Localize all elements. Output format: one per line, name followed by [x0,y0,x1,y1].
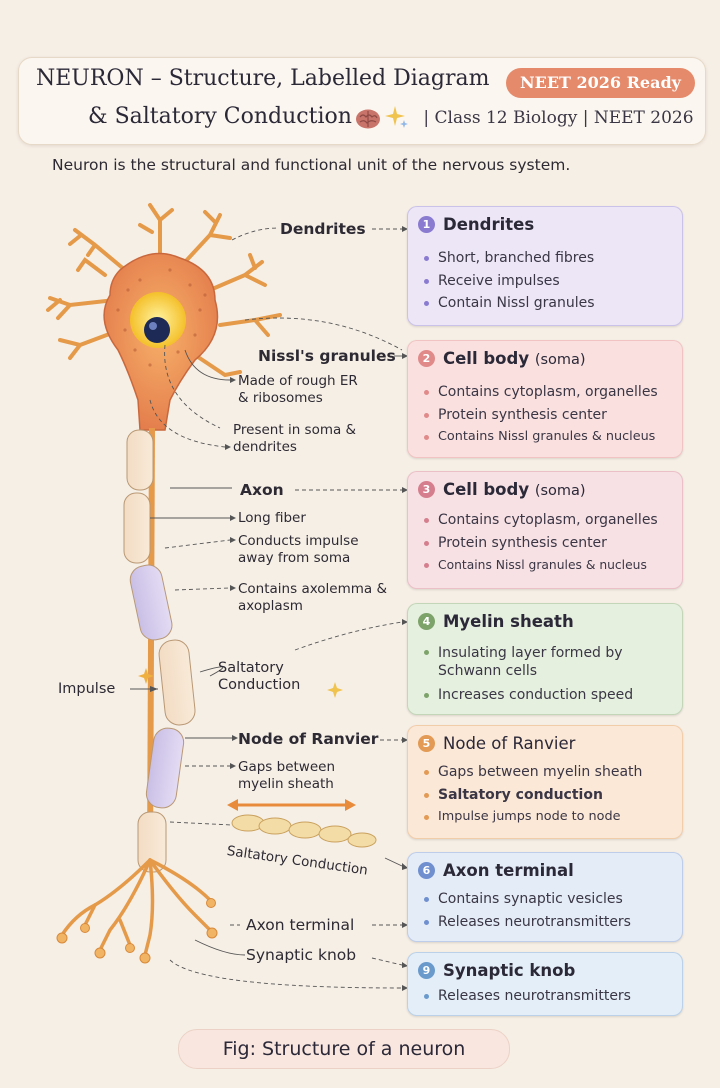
info-card-synaptic-knob: 9 Synaptic knob Releases neurotransmitter… [407,952,683,1016]
list-item: Gaps between myelin sheath [424,761,642,784]
label-axolemma: Contains axolemma & axoplasm [238,581,387,614]
list-item: Saltatory conduction [424,784,642,807]
intro-text: Neuron is the structural and functional … [52,156,571,174]
list-item: Receive impulses [424,270,595,293]
leader-lines [130,227,403,989]
saltatory-chain [231,814,377,848]
leader-arrowheads [150,226,408,991]
list-item: Protein synthesis center [424,532,658,555]
page-title-line2: & Saltatory Conduction [88,104,352,129]
card-title: Myelin sheath [443,612,574,631]
card-title: Cell body [443,349,530,368]
label-nissl-granules: Nissl's granules [258,347,396,365]
list-item: Insulating layer formed by Schwann cells [424,644,654,684]
card-title: Axon terminal [443,861,574,880]
list-item: Contains Nissl granules & nucleus [424,554,658,577]
class-tags: | Class 12 Biology | NEET 2026 [418,108,694,128]
card-subtitle: (soma) [534,352,586,368]
label-gaps: Gaps between myelin sheath [238,759,336,792]
list-item: Impulse jumps node to node [424,806,642,829]
brain-icon [356,109,380,129]
list-item: Contains cytoplasm, organelles [424,509,658,532]
label-made-of-er: Made of rough ER & ribosomes [238,373,358,406]
step-number: 5 [418,735,435,752]
label-synaptic-knob: Synaptic knob [246,946,357,964]
nucleolus [144,317,170,343]
card-title: Cell body [443,480,530,499]
myelin-sheath [123,429,196,873]
card-title: Node of Ranvier [443,734,576,753]
label-dendrites: Dendrites [280,220,366,238]
info-card-axon-terminal: 6 Axon terminal Contains synaptic vesicle… [407,852,683,942]
step-number: 3 [418,481,435,498]
info-card-node-of-ranvier: 5 Node of Ranvier Gaps between myelin she… [407,725,683,839]
label-conducts: Conducts impulse away from soma [238,533,359,566]
label-saltatory: Saltatory Conduction [218,660,301,693]
nissl-granules [116,268,207,367]
list-item: Contains cytoplasm, organelles [424,381,658,404]
figure-caption: Fig: Structure of a neuron [178,1029,510,1069]
sparkle-icon [385,106,408,128]
list-item: Short, branched fibres [424,247,595,270]
list-item: Increases conduction speed [424,684,654,707]
axon-terminal-branches [60,858,212,957]
label-present-in: Present in soma & dendrites [233,422,357,455]
label-node-of-ranvier: Node of Ranvier [238,730,379,748]
neet-badge: NEET 2026 Ready [506,68,695,98]
step-number: 1 [418,216,435,233]
info-card-myelin-sheath: 4 Myelin sheath Insulating layer formed b… [407,603,683,715]
label-axon: Axon [240,481,284,499]
page-title: NEURON – Structure, Labelled Diagram [36,66,490,91]
list-item: Contains Nissl granules & nucleus [424,426,658,449]
list-item: Contains synaptic vesicles [424,888,631,911]
step-number: 6 [418,862,435,879]
step-number: 4 [418,613,435,630]
card-title: Dendrites [443,215,535,234]
list-item: Releases neurotransmitters [424,985,631,1008]
card-subtitle: (soma) [534,483,586,499]
synaptic-knobs [56,898,218,964]
label-impulse: Impulse [58,681,116,697]
card-title: Synaptic knob [443,961,576,980]
info-card-cell-body: 2 Cell body (soma) Contains cytoplasm, or… [407,340,683,458]
step-number: 9 [418,962,435,979]
label-axon-terminal: Axon terminal [246,916,355,934]
label-long-fiber: Long fiber [238,510,306,526]
info-card-cell-body-2: 3 Cell body (soma) Contains cytoplasm, or… [407,471,683,589]
list-item: Contain Nissl granules [424,292,595,315]
dendrite-branches [46,203,282,378]
step-number: 2 [418,350,435,367]
list-item: Protein synthesis center [424,404,658,427]
list-item: Releases neurotransmitters [424,911,631,934]
info-card-dendrites: 1 Dendrites Short, branched fibres Receiv… [407,206,683,326]
